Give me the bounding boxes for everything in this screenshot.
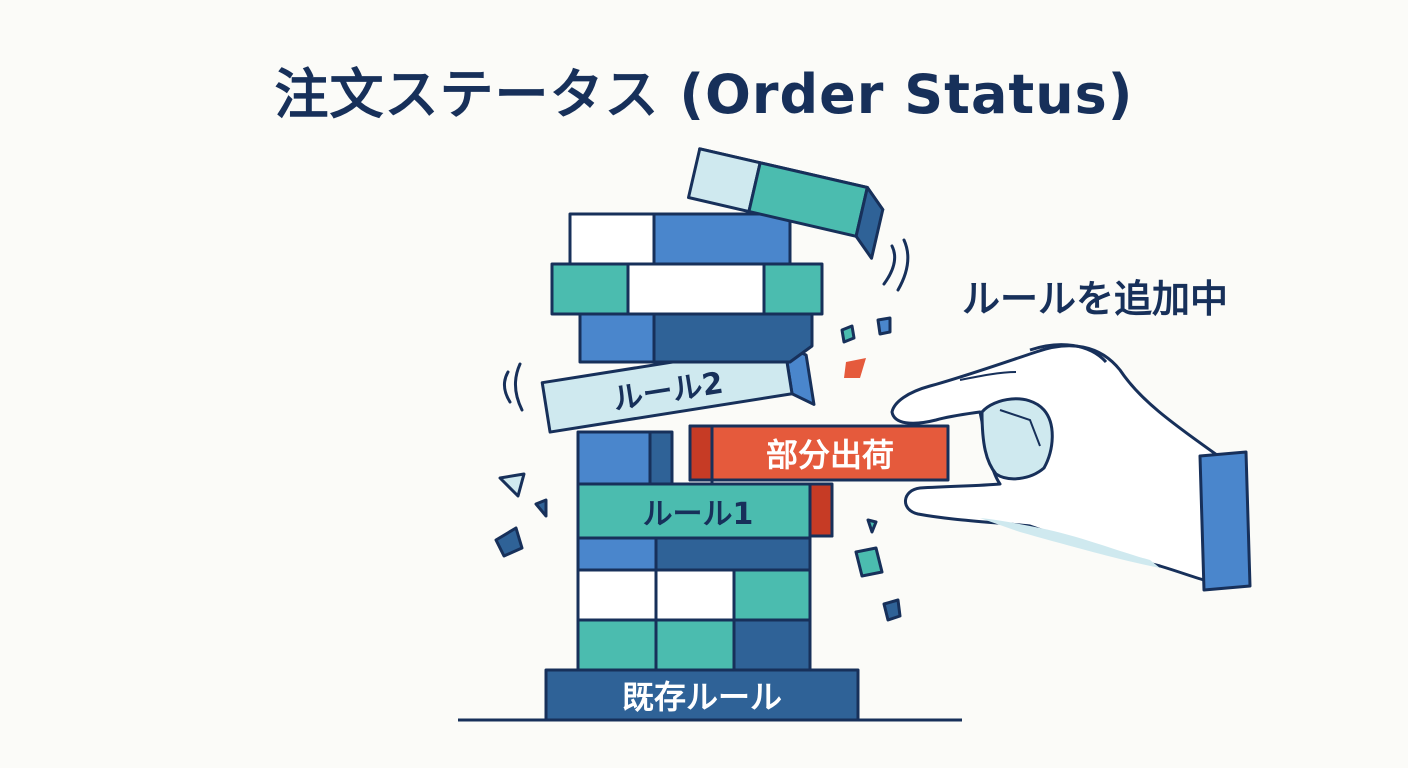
base-block: 既存ルール: [544, 668, 860, 722]
rule1-block-label: ルール1: [643, 497, 754, 532]
debris-fragments: [494, 316, 902, 622]
adding-rule-caption: ルールを追加中: [962, 277, 1229, 321]
rule2-block: ルール2: [540, 342, 816, 434]
tower-row-3: [576, 536, 812, 572]
tower-row-1: [576, 618, 812, 672]
tower-row-6: [550, 262, 824, 316]
base-block-label: 既存ルール: [622, 678, 782, 716]
top-falling-block: [687, 147, 885, 260]
tower-row-7: [568, 212, 792, 266]
motion-lines: [503, 238, 910, 412]
rule1-block: ルール1: [576, 482, 812, 540]
page-title: 注文ステータス (Order Status): [274, 63, 1134, 126]
hand-illustration: [890, 343, 1252, 592]
tower-row-2: [576, 568, 812, 622]
tower-row-4: [576, 430, 674, 486]
tower-row-5: [578, 312, 814, 364]
partial-shipment-label: 部分出荷: [766, 436, 894, 474]
partial-shipment-block: 部分出荷: [688, 424, 950, 538]
